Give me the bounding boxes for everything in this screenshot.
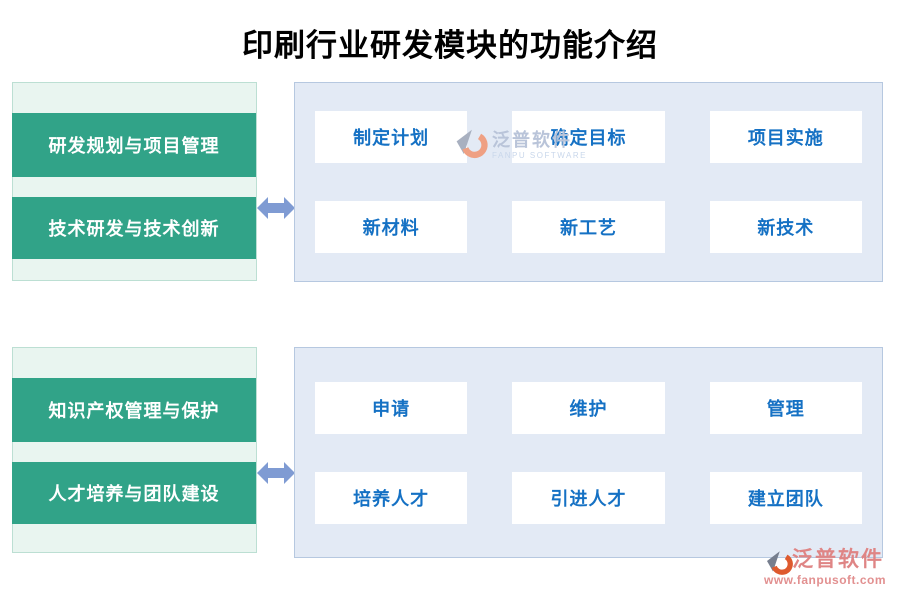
section-ip-talent: 知识产权管理与保护 人才培养与团队建设 申请 维护 管理 培养人才 引进人才 建… [0, 347, 900, 558]
fanpu-logo-icon [767, 551, 793, 575]
double-arrow-icon [257, 193, 295, 223]
footer-url: www.fanpusoft.com [764, 573, 887, 588]
detail-box-maintain: 维护 [512, 381, 665, 434]
category-bar-ip-protection: 知识产权管理与保护 [12, 378, 256, 442]
category-panel-1: 研发规划与项目管理 技术研发与技术创新 [12, 82, 257, 281]
detail-box-manage: 管理 [709, 381, 862, 434]
detail-box-new-material: 新材料 [315, 201, 468, 253]
detail-box-set-goal: 确定目标 [512, 111, 665, 163]
detail-box-recruit-talent: 引进人才 [512, 471, 665, 524]
detail-box-train-talent: 培养人才 [315, 471, 468, 524]
section-rd-planning: 研发规划与项目管理 技术研发与技术创新 制定计划 确定目标 项目实施 新材料 新… [0, 82, 900, 282]
category-panel-2: 知识产权管理与保护 人才培养与团队建设 [12, 347, 257, 553]
detail-box-apply: 申请 [315, 381, 468, 434]
category-bar-tech-innovation: 技术研发与技术创新 [12, 197, 256, 259]
detail-box-new-technology: 新技术 [709, 201, 862, 253]
detail-box-make-plan: 制定计划 [315, 111, 468, 163]
fanpu-logo: 泛普软件 www.fanpusoft.com [764, 547, 896, 587]
double-arrow-icon [257, 458, 295, 488]
category-bar-rd-planning: 研发规划与项目管理 [12, 113, 256, 177]
detail-box-build-team: 建立团队 [709, 471, 862, 524]
page-title: 印刷行业研发模块的功能介绍 [242, 28, 658, 63]
detail-panel-1: 制定计划 确定目标 项目实施 新材料 新工艺 新技术 泛普软件 FANPU SO… [294, 82, 883, 282]
category-bar-talent-team: 人才培养与团队建设 [12, 462, 256, 524]
footer-brand: 泛普软件 [792, 548, 884, 571]
detail-box-implement: 项目实施 [709, 111, 862, 163]
detail-panel-2: 申请 维护 管理 培养人才 引进人才 建立团队 [294, 347, 883, 558]
detail-box-new-process: 新工艺 [512, 201, 665, 253]
